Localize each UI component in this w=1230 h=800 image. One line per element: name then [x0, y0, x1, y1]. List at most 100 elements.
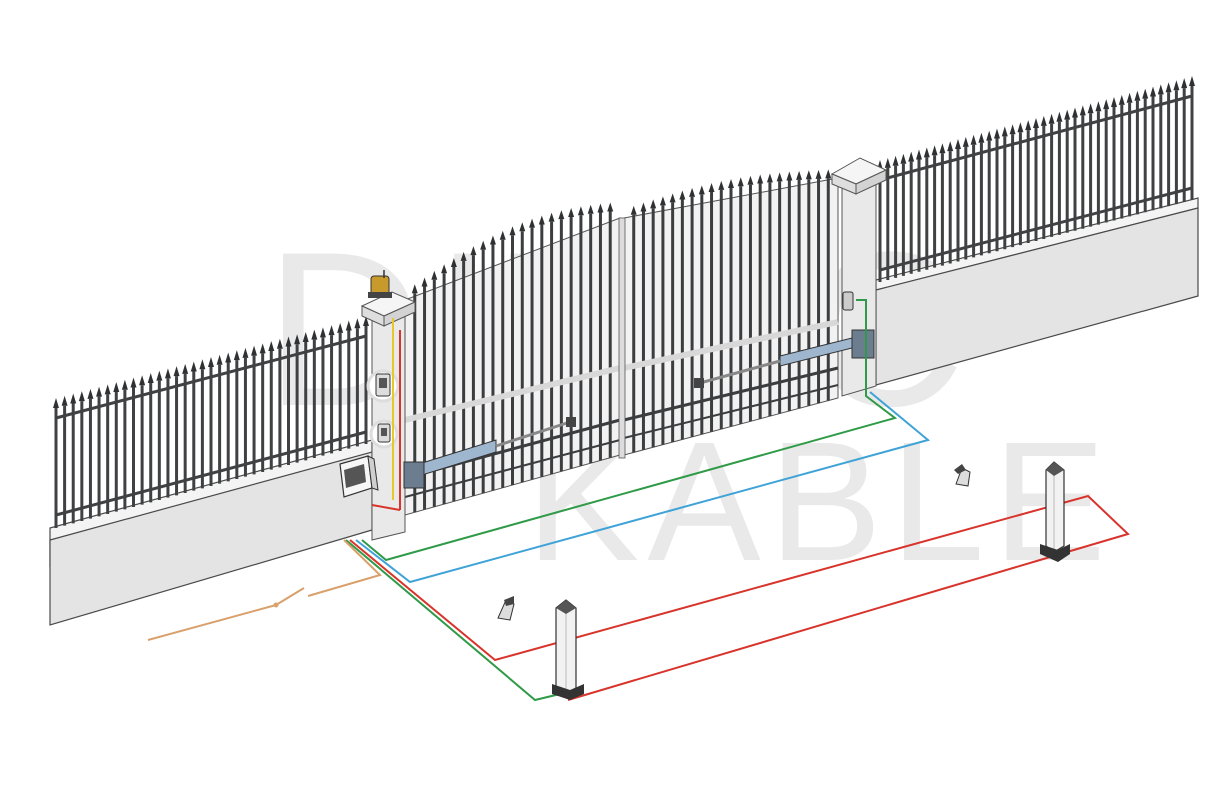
right-fence-spike [1079, 105, 1086, 116]
control-unit-box [339, 455, 379, 498]
left-fence-spike [121, 379, 128, 390]
gate-right-spike [825, 169, 832, 179]
gate-right-spike [747, 175, 754, 185]
right-fence-spike [1072, 107, 1078, 118]
gate-left-spike [529, 218, 536, 228]
right-fence-spike [1040, 115, 1047, 126]
left-fence-spike [225, 352, 232, 363]
left-fence-spike [302, 331, 309, 342]
gate-left-spike [421, 277, 428, 287]
right-fence-spike [978, 132, 985, 143]
gate-left-spike [431, 270, 438, 280]
gate-right-spike [630, 205, 637, 215]
mains-switch [273, 602, 279, 608]
left-fence-spike [53, 398, 59, 408]
gate-bars-right [630, 169, 832, 453]
left-fence-spike [259, 343, 266, 354]
right-fence-spike [1103, 99, 1110, 110]
gate-left-spike [587, 204, 594, 214]
right-fence [877, 76, 1195, 282]
gate-right-spike [679, 190, 686, 200]
gate-right-spike [708, 183, 715, 193]
gate-left-spike [411, 284, 418, 294]
left-fence-spike [363, 316, 369, 326]
left-fence-spike [182, 363, 189, 374]
left-wall [49, 439, 373, 626]
right-fence-spike [970, 134, 977, 145]
actuator-right [694, 329, 875, 388]
keypad [369, 419, 399, 449]
right-fence-spike [923, 147, 930, 158]
left-fence-spike [319, 327, 326, 338]
gate-left-spike [450, 257, 457, 267]
left-fence-spike [311, 329, 318, 340]
left-fence-spike [113, 382, 120, 393]
gate-left-spike [577, 206, 584, 216]
right-fence-spike [1056, 111, 1063, 122]
left-fence-spike [164, 368, 171, 379]
cable-orange [147, 604, 277, 641]
gate-left-spike [460, 251, 467, 261]
gate-right-spike [757, 174, 764, 184]
right-fence-spike [1157, 84, 1164, 95]
gate-right-spike [689, 187, 696, 197]
right-fence-spike [962, 136, 969, 147]
left-fence-spike [233, 350, 240, 361]
actuator-left [403, 417, 576, 489]
gate-left-spike [509, 226, 516, 236]
gate-stopper-left [497, 596, 515, 621]
right-fence-spike [884, 157, 891, 168]
left-fence-spike [173, 366, 180, 377]
gate-left-spike [441, 264, 448, 274]
gate-right-spike [786, 171, 793, 181]
right-fence-spike [1111, 97, 1117, 107]
key-selector [366, 369, 400, 403]
left-fence-spike [61, 395, 68, 406]
left-fence-spike [78, 391, 85, 402]
right-fence-spike [947, 141, 954, 152]
right-fence-spike [1064, 109, 1071, 120]
left-fence-spike [156, 370, 163, 381]
right-fence-spike [916, 149, 922, 160]
photocell-post-right [1040, 461, 1070, 562]
left-fence-spike [294, 334, 301, 345]
left-fence-spike [345, 320, 352, 331]
left-fence-spike [328, 325, 335, 336]
flashing-lamp [368, 270, 392, 298]
left-fence-spike [268, 341, 275, 352]
right-fence-spike [1001, 126, 1008, 137]
right-fence-spike [1048, 113, 1055, 124]
right-fence-spike [1181, 78, 1188, 89]
left-fence-spike [208, 357, 214, 367]
right-fence-rail [879, 186, 1193, 272]
left-fence-spike [147, 372, 154, 383]
double-gate [404, 169, 839, 516]
left-fence-spike [276, 338, 283, 349]
left-fence-spike [337, 322, 344, 333]
left-fence-spike [70, 393, 77, 404]
right-fence-spike [939, 143, 946, 154]
right-fence-spike [1142, 88, 1149, 99]
left-fence-rail [55, 334, 367, 420]
gate-left-spike [597, 203, 604, 213]
right-fence-spike [1150, 86, 1156, 97]
gate-right-spike [698, 185, 705, 195]
right-fence-spike [1087, 103, 1094, 114]
left-fence-spike [190, 361, 197, 372]
left-fence-spike [104, 384, 111, 395]
gate-right-spike [640, 202, 647, 212]
right-fence-spike [1126, 92, 1133, 103]
right-fence-spike [1095, 101, 1102, 112]
right-fence-spike [1189, 76, 1195, 86]
gate-right-spike [650, 199, 657, 209]
cable-green [345, 539, 561, 702]
left-fence-spike [199, 359, 206, 370]
right-fence-spike [1033, 118, 1039, 128]
gate-right-spike [766, 173, 773, 183]
left-fence-spike [251, 345, 258, 356]
gate-right-spike [659, 196, 666, 206]
right-fence-spike [908, 151, 915, 162]
gate-left-spike [489, 235, 496, 245]
gate-stopper-right [954, 464, 971, 487]
right-fence-spike [1173, 80, 1180, 91]
